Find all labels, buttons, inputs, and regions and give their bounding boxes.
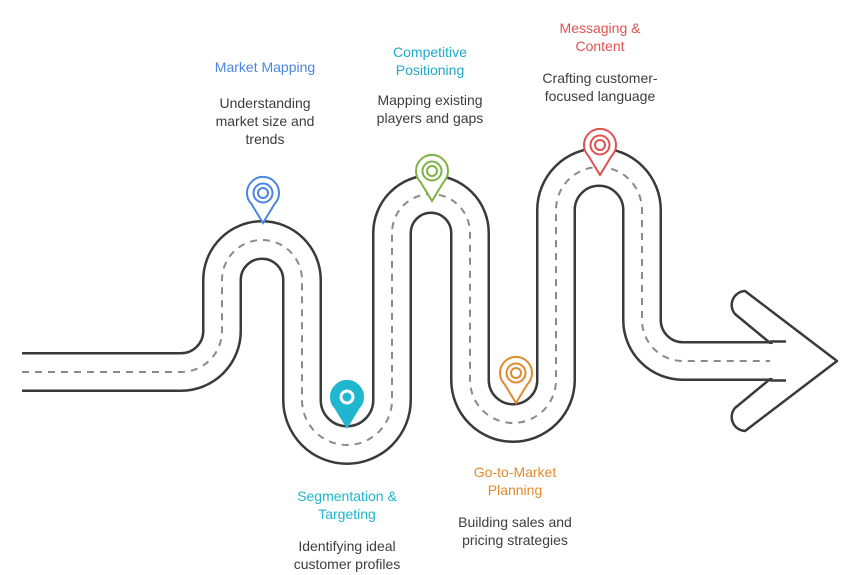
milestone-title: Competitive Positioning xyxy=(393,44,467,78)
milestone-title: Go-to-Market Planning xyxy=(473,464,557,498)
road-surface xyxy=(22,149,780,463)
road-arrow-head xyxy=(730,289,839,433)
milestone-market-mapping: Market Mapping Understanding market size… xyxy=(190,58,340,148)
milestone-description: Crafting customer-focused language xyxy=(542,70,658,104)
milestone-competitive: Competitive Positioning Mapping existing… xyxy=(355,43,505,127)
milestone-title: Market Mapping xyxy=(214,59,316,75)
road-arrow-edge xyxy=(770,340,786,382)
map-pin-icon xyxy=(246,176,280,225)
map-pin-icon xyxy=(499,356,533,405)
milestone-segmentation: Segmentation & Targeting Identifying ide… xyxy=(272,487,422,573)
map-pin-icon xyxy=(330,380,364,429)
milestone-description: Understanding market size and trends xyxy=(215,95,315,147)
milestone-description: Mapping existing players and gaps xyxy=(376,92,484,126)
road-arrow-join xyxy=(770,344,794,378)
map-pin-icon xyxy=(415,154,449,203)
map-pin-icon xyxy=(583,128,617,177)
milestone-title: Segmentation & Targeting xyxy=(297,488,397,522)
milestone-title: Messaging & Content xyxy=(559,20,641,54)
milestone-messaging: Messaging & Content Crafting customer-fo… xyxy=(525,19,675,105)
milestone-description: Identifying ideal customer profiles xyxy=(293,538,401,572)
milestone-description: Building sales and pricing strategies xyxy=(458,514,572,548)
milestone-go-to-market: Go-to-Market Planning Building sales and… xyxy=(440,463,590,549)
